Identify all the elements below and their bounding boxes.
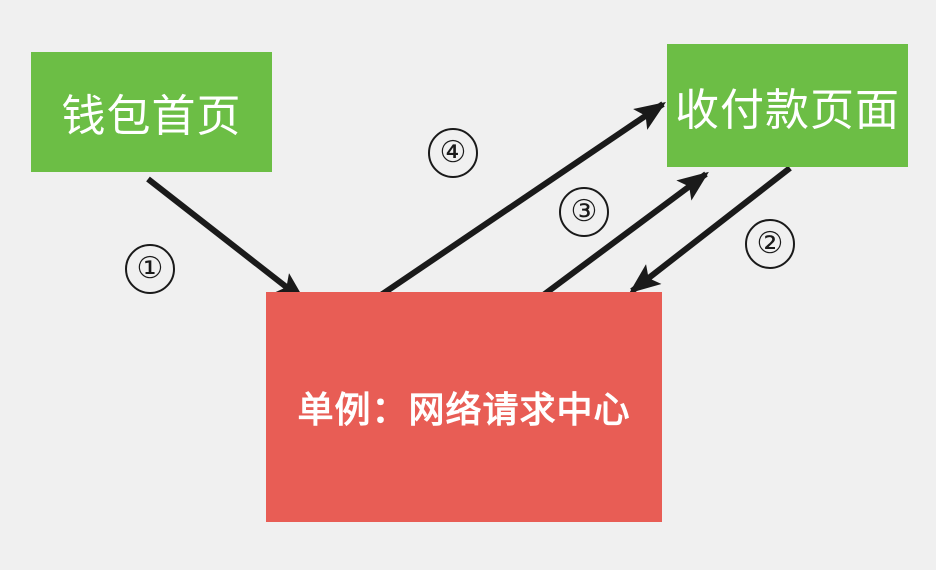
edge-label-3: ③ [559, 187, 609, 237]
arrow-line-3 [536, 171, 709, 302]
node-network-center-label: 单例：网络请求中心 [297, 389, 631, 430]
edge-label-2: ② [745, 219, 795, 269]
node-payment-page[interactable]: 收付款页面 [667, 44, 908, 167]
node-network-request-center[interactable]: 单例：网络请求中心 [266, 292, 662, 522]
node-wallet-home-label: 钱包首页 [61, 92, 242, 141]
edge-label-1: ① [125, 244, 175, 294]
arrow-line-2 [629, 165, 792, 294]
arrow-line-4 [376, 101, 666, 300]
arrow-line-1 [146, 176, 306, 303]
edge-label-4: ④ [428, 128, 478, 178]
node-payment-page-label: 收付款页面 [675, 85, 900, 135]
node-wallet-home[interactable]: 钱包首页 [31, 52, 272, 172]
